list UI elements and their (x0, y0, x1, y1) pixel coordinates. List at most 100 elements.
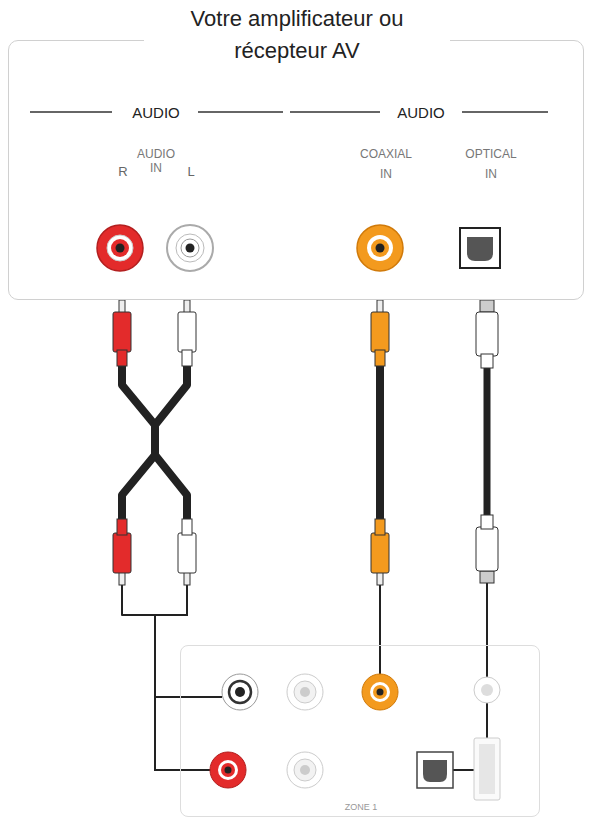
rca-plug-white (178, 300, 196, 366)
plug-body (371, 312, 389, 352)
panel-title: Votre amplificateur ou récepteur AV (144, 3, 450, 67)
rca-plug-red (113, 519, 131, 585)
optical-jack (460, 228, 500, 268)
wire (379, 645, 381, 676)
plug-neck (375, 350, 385, 366)
jack-ring (176, 234, 204, 262)
jack-ring (218, 760, 238, 780)
rca-cable (122, 366, 155, 519)
channel-label: R (118, 164, 127, 180)
rca-plug-white (178, 519, 196, 585)
jack-ring (370, 682, 390, 702)
jack-frame (460, 228, 500, 268)
section-rule (462, 111, 548, 112)
unused-jack (287, 752, 323, 788)
jack-pin (300, 687, 310, 697)
rca-cable (155, 366, 187, 519)
jack-ring (367, 235, 393, 261)
jack-ring (474, 677, 500, 703)
plug-neck (481, 354, 493, 368)
optical-jack (417, 752, 453, 788)
section-rule (30, 111, 112, 112)
jack-pin (186, 244, 195, 253)
port-label: OPTICAL IN (459, 144, 523, 184)
jack-pin (300, 765, 310, 775)
coaxial-jack (362, 674, 398, 710)
jack-pin (225, 767, 232, 774)
plug-body (178, 533, 196, 573)
amplifier-panel: Votre amplificateur ou récepteur AVAUDIO… (8, 40, 584, 300)
rca-jack-red (97, 225, 143, 271)
optical-cable (484, 368, 491, 517)
jack-ring (294, 759, 316, 781)
device-panel: ZONE 1 (180, 645, 540, 817)
jack-pin (235, 687, 245, 697)
plug-neck (117, 350, 127, 366)
section-heading: AUDIO (132, 103, 180, 123)
jack-ring (107, 235, 133, 261)
jack-ring (362, 674, 398, 710)
jack-port (467, 237, 493, 261)
optical-plug (476, 515, 498, 583)
jack-ring (210, 752, 246, 788)
jack-ring (181, 239, 199, 257)
jack-ring (371, 239, 389, 257)
plug-neck (182, 519, 192, 535)
unused-jack (474, 677, 500, 703)
jack-pin (376, 244, 385, 253)
channel-label: L (187, 164, 194, 180)
port-label: AUDIO IN (131, 147, 181, 175)
jack-pin (377, 689, 384, 696)
optical-plug (476, 300, 498, 368)
plug-neck (117, 519, 127, 535)
jack-ring (294, 681, 316, 703)
port-label: COAXIAL IN (354, 144, 418, 184)
jack-ring (97, 225, 143, 271)
wire (180, 696, 222, 698)
bracket (155, 585, 187, 615)
coaxial-plug (371, 519, 389, 585)
jack-port (423, 760, 447, 782)
rca-jack-red (210, 752, 246, 788)
jack-ring (221, 763, 235, 777)
jack-pin (116, 244, 125, 253)
unused-jack (287, 674, 323, 710)
plug-neck (481, 515, 493, 529)
jack-ring (229, 681, 251, 703)
coaxial-plug (371, 300, 389, 366)
section-rule (198, 111, 283, 112)
usb-port (474, 738, 500, 800)
usb-slot (479, 744, 495, 794)
jack-ring (287, 752, 323, 788)
plug-tip (480, 571, 494, 583)
jack-ring (287, 674, 323, 710)
coaxial-jack (357, 225, 403, 271)
rca-jack-white (167, 225, 213, 271)
plug-neck (182, 350, 192, 366)
plug-body (113, 533, 131, 573)
wire (155, 697, 211, 770)
jack-ring (373, 685, 387, 699)
plug-body (476, 312, 498, 356)
rca-jack-white (222, 674, 258, 710)
zone-label: ZONE 1 (345, 801, 378, 813)
plug-neck (375, 519, 385, 535)
plug-body (476, 527, 498, 571)
plug-body (371, 533, 389, 573)
jack-pin (481, 684, 493, 696)
section-heading: AUDIO (397, 103, 445, 123)
jack-ring (357, 225, 403, 271)
cable-connector (122, 300, 180, 697)
jack-ring (111, 239, 129, 257)
jack-frame (417, 752, 453, 788)
plug-body (178, 312, 196, 352)
rca-plug-red (113, 300, 131, 366)
plug-tip (480, 300, 494, 312)
usb-frame (474, 738, 500, 800)
section-rule (290, 111, 380, 112)
coaxial-cable (376, 366, 384, 519)
plug-body (113, 312, 131, 352)
